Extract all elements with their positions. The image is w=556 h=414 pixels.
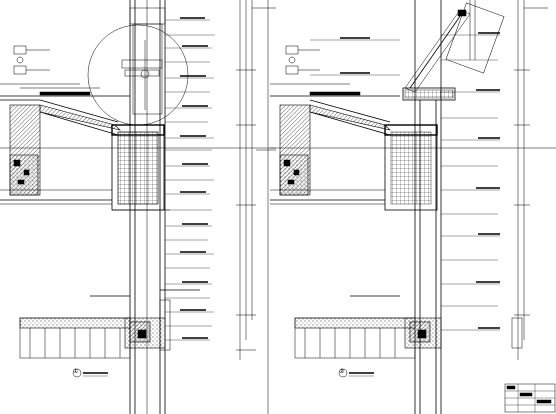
left-fixture: [121, 40, 163, 110]
right-dimension-lines: [514, 0, 548, 360]
right-panel: [267, 0, 556, 414]
right-floor-slab: [294, 295, 523, 359]
right-top-markers: [270, 45, 361, 96]
left-detail-number: ①: [73, 368, 79, 375]
right-sloped-canopy: [309, 99, 391, 136]
left-annotation-leaders: [165, 17, 215, 341]
left-detail-marker: [72, 368, 108, 378]
left-vertical-column: [129, 0, 166, 414]
right-box-beam: [402, 87, 456, 101]
right-window-box: [384, 124, 438, 211]
right-wall-assembly: [270, 95, 556, 205]
right-detail-number: ②: [339, 368, 345, 375]
left-sloped-canopy: [39, 99, 121, 136]
title-block: [504, 383, 556, 413]
left-window-box: [111, 124, 170, 211]
left-top-markers: [0, 45, 100, 96]
left-floor-slab: [19, 289, 200, 359]
right-angled-roof: [404, 0, 505, 93]
left-detail-callout-circle: [87, 24, 189, 126]
left-panel: [0, 0, 276, 414]
left-dimension-lines: [0, 0, 276, 360]
right-detail-marker: [338, 368, 374, 378]
left-wall-assembly: [0, 95, 130, 205]
right-annotation-leaders: [310, 32, 500, 331]
